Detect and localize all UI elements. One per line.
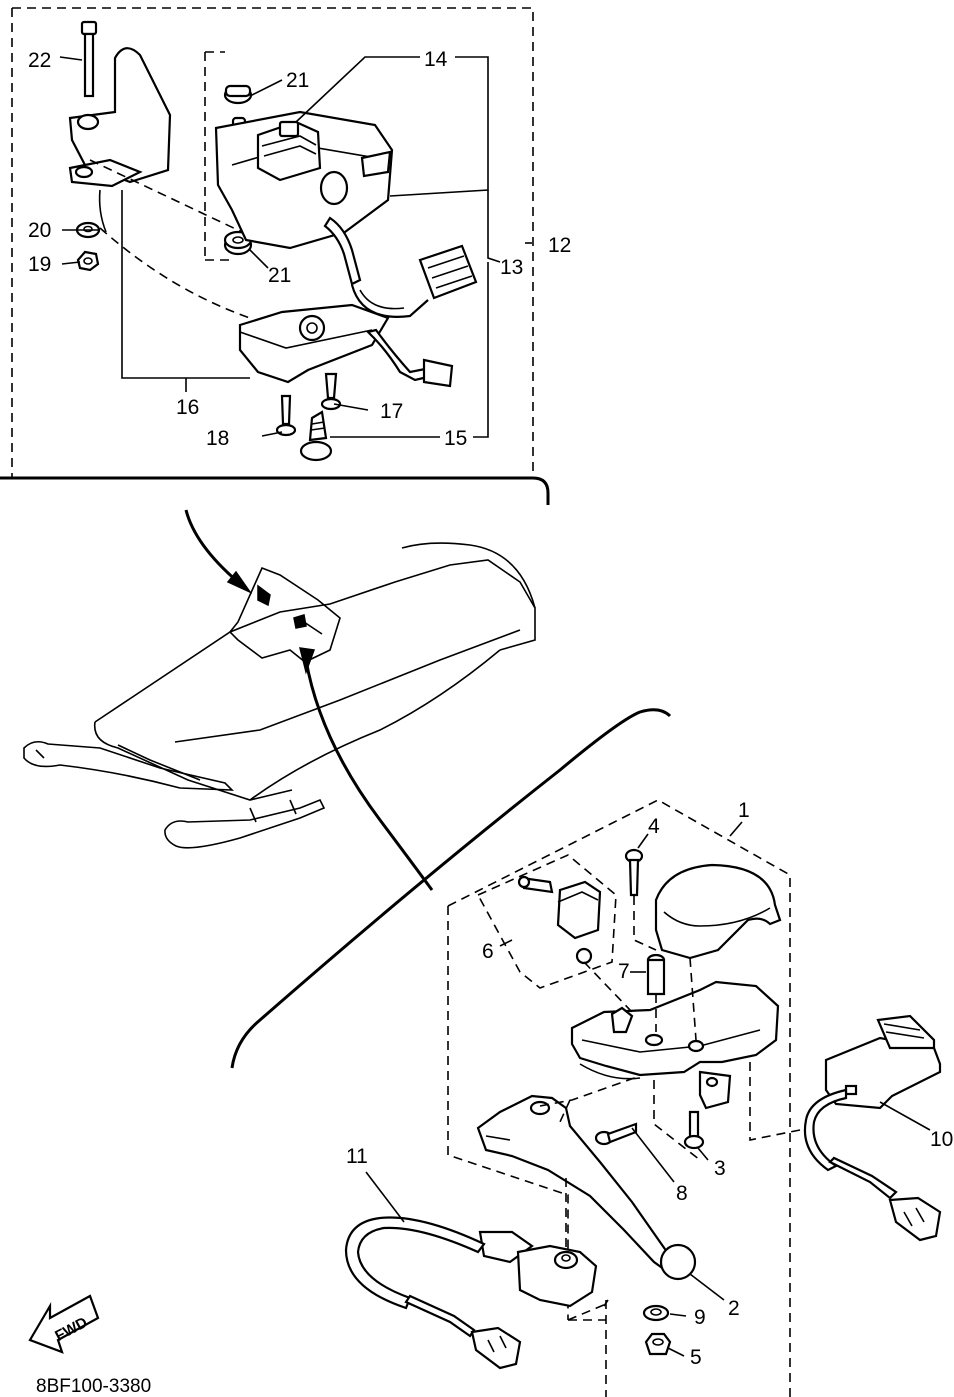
section-divider <box>230 708 672 1069</box>
callout-14: 14 <box>424 48 448 71</box>
callout-11: 11 <box>346 1145 368 1168</box>
callout-7: 7 <box>618 960 630 983</box>
harness-13 <box>350 244 478 318</box>
callout-6: 6 <box>482 940 494 963</box>
callout-19: 19 <box>28 253 51 276</box>
inset-leaders <box>59 56 532 438</box>
bolt-3 <box>683 1110 705 1150</box>
lower-guide-lines <box>539 896 801 1307</box>
callout-16: 16 <box>176 396 199 419</box>
callout-18: 18 <box>206 427 229 450</box>
washer-20-hole <box>83 225 93 233</box>
callout-10: 10 <box>930 1128 953 1151</box>
callout-1: 1 <box>738 799 750 822</box>
nut-5 <box>644 1332 672 1356</box>
callout-8: 8 <box>676 1182 688 1205</box>
fwd-arrow-icon: FWD <box>28 1294 100 1354</box>
guide-line-bracket-2 <box>99 227 251 319</box>
callout-4: 4 <box>648 815 660 838</box>
callout-13: 13 <box>500 256 523 279</box>
callout-20: 20 <box>28 219 51 242</box>
callout-5: 5 <box>690 1346 702 1369</box>
washer-9 <box>642 1304 670 1322</box>
callout-22: 22 <box>28 49 51 72</box>
screw-18 <box>275 394 297 437</box>
callout-2: 2 <box>728 1297 740 1320</box>
callout-17: 17 <box>380 400 403 423</box>
drawing-code: 8BF100-3380 <box>36 1376 151 1397</box>
lower-leaders <box>365 821 931 1357</box>
screw-4 <box>624 848 644 897</box>
snowmobile-illustration <box>23 542 536 849</box>
brake-lever-2 <box>476 1094 697 1281</box>
screw-17 <box>320 372 342 411</box>
callout-21-top: 21 <box>286 69 309 92</box>
switch-cover <box>654 863 782 960</box>
callout-15: 15 <box>444 427 467 450</box>
inset-frame <box>0 7 550 505</box>
nut-19 <box>76 250 100 272</box>
callout-21-bottom: 21 <box>268 264 291 287</box>
guide-line-bracket <box>89 159 243 233</box>
callout-labels: 22 21 14 20 19 21 13 12 16 17 18 15 1 4 … <box>28 48 953 1397</box>
callout-12: 12 <box>548 234 571 257</box>
switch-block-6 <box>517 875 602 965</box>
switch-10 <box>803 1014 942 1242</box>
switch-11 <box>344 1216 598 1370</box>
mounting-bracket <box>68 47 172 233</box>
guide-lines-21 <box>204 51 232 261</box>
locator-arrows <box>184 509 434 891</box>
callout-9: 9 <box>694 1306 706 1329</box>
switch-housing-16 <box>238 303 454 388</box>
lever-bracket <box>570 980 780 1110</box>
screw-15 <box>299 410 333 462</box>
switch-housing-14 <box>214 110 394 286</box>
callout-3: 3 <box>714 1157 726 1180</box>
collar-7 <box>646 953 666 996</box>
bolt-22 <box>80 20 98 98</box>
assembly-6-frame <box>477 854 617 989</box>
screw-8 <box>594 1122 638 1146</box>
